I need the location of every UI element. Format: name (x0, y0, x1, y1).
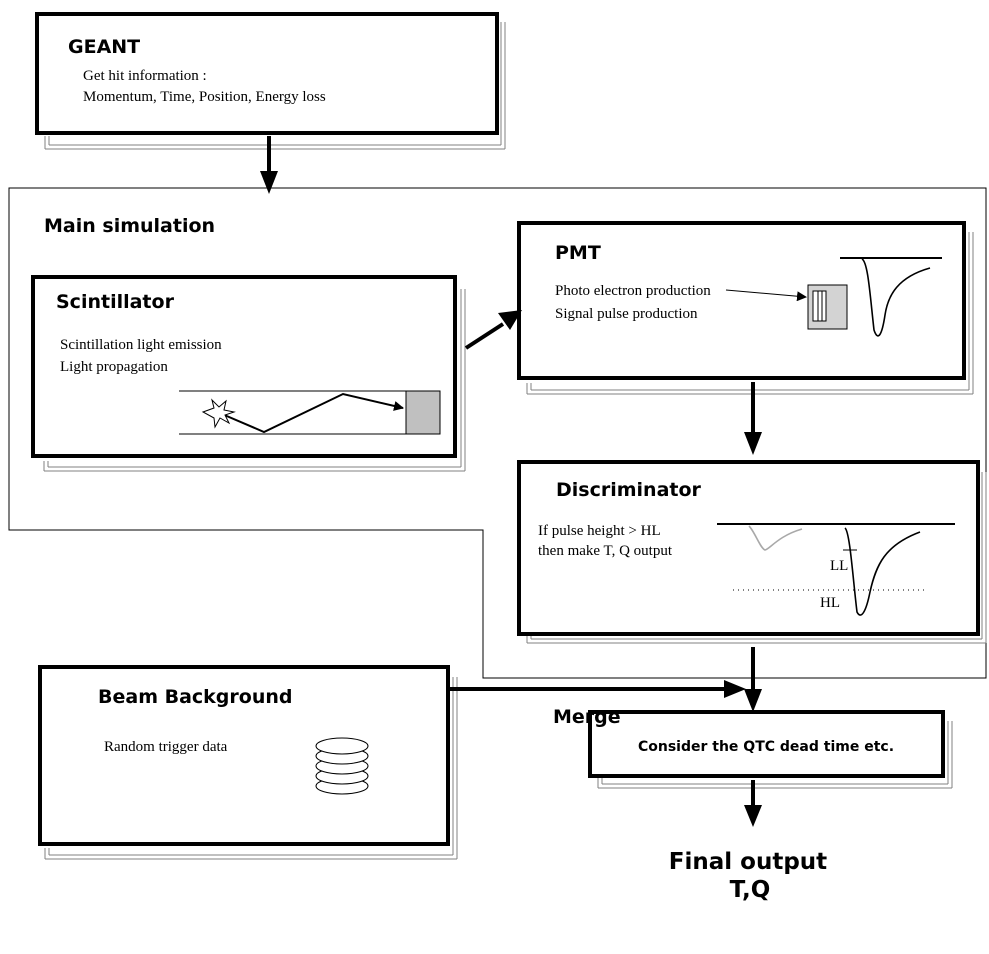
beam-background-box: Beam Background Random trigger data (38, 665, 458, 860)
qtc-box: Consider the QTC dead time etc. (588, 710, 953, 789)
beam-background-title: Beam Background (98, 686, 292, 708)
final-output-line-2: T,Q (730, 877, 771, 903)
light-path (221, 392, 404, 434)
qtc-label: Consider the QTC dead time etc. (638, 739, 894, 755)
arrow-qtc-to-output-head (744, 805, 762, 827)
pmt-tube-icon (807, 284, 848, 330)
pmt-pulse-waveform (861, 258, 931, 337)
scintillator-shadow (43, 289, 466, 472)
scintillator-bar-illustration (179, 390, 441, 435)
discriminator-ghost-pulse (748, 525, 803, 551)
beam-background-shadow (44, 677, 458, 860)
geant-box: GEANT Get hit information : Momentum, Ti… (35, 12, 506, 150)
qtc-shadow (597, 721, 953, 789)
geant-line-1: Get hit information : (83, 68, 207, 84)
scintillation-flash-icon (201, 398, 236, 429)
arrow-background-merge-head (724, 680, 746, 698)
arrow-pmt-to-discriminator-head (744, 432, 762, 455)
scintillator-box: Scintillator Scintillation light emissio… (31, 275, 466, 472)
scintillator-line-1: Scintillation light emission (60, 337, 222, 353)
discriminator-box: Discriminator If pulse height > HL then … (517, 460, 987, 644)
pmt-box: PMT Photo electron production Signal pul… (517, 221, 974, 395)
discriminator-title: Discriminator (556, 479, 702, 501)
discriminator-ll-label: LL (830, 558, 848, 574)
discriminator-hl-label: HL (820, 595, 840, 611)
arrow-discriminator-to-qtc-head (744, 689, 762, 712)
discriminator-line-2: then make T, Q output (538, 543, 673, 559)
discriminator-line-1: If pulse height > HL (538, 523, 661, 539)
arrow-geant-to-main-head (260, 171, 278, 194)
geant-shadow (44, 22, 506, 150)
pmt-title: PMT (555, 242, 601, 264)
geant-title: GEANT (68, 36, 140, 58)
pmt-shadow (526, 232, 974, 395)
discriminator-pulse-waveform (844, 527, 921, 616)
merge-label: Merge (553, 706, 621, 728)
scintillator-title: Scintillator (56, 291, 175, 313)
scintillator-line-2: Light propagation (60, 359, 168, 375)
photodetector-block (405, 390, 441, 435)
main-simulation-label: Main simulation (44, 215, 215, 237)
main-simulation-frame (8, 187, 987, 679)
photoelectron-arrow (725, 289, 807, 302)
final-output-line-1: Final output (669, 849, 827, 875)
geant-line-2: Momentum, Time, Position, Energy loss (83, 89, 326, 105)
arrow-scintillator-to-pmt-head (498, 310, 522, 330)
arrow-scintillator-to-pmt (464, 322, 505, 350)
pmt-line-1: Photo electron production (555, 283, 711, 299)
database-icon (315, 737, 369, 795)
beam-background-line-1: Random trigger data (104, 739, 228, 755)
pmt-line-2: Signal pulse production (555, 306, 698, 322)
